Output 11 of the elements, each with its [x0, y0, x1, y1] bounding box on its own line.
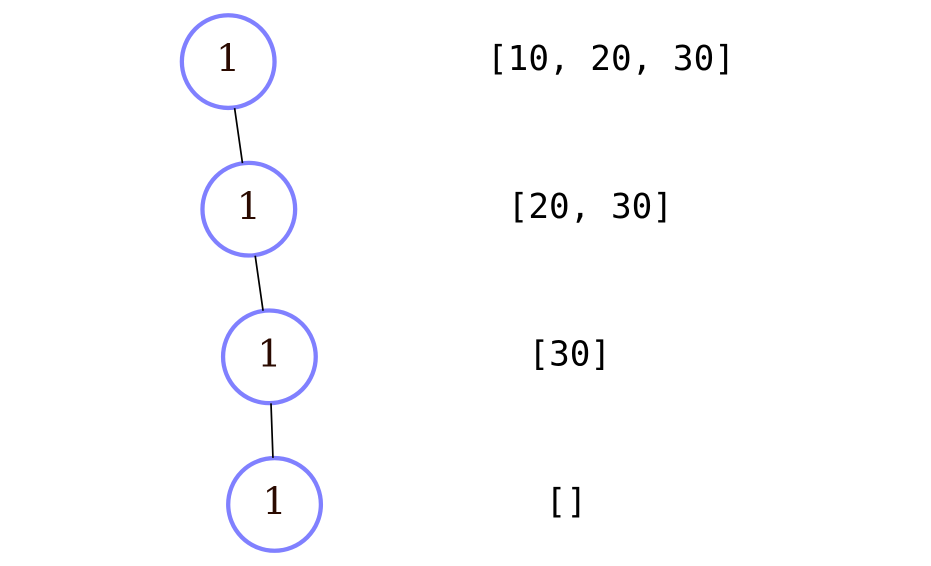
connector [254, 256, 264, 311]
connector [270, 403, 274, 458]
node-circle: 1 [180, 13, 277, 110]
label: [30] [528, 334, 612, 374]
label: [20, 30] [508, 186, 673, 227]
connector [234, 108, 244, 164]
node-circle: 1 [226, 456, 324, 553]
node-circle: 1 [220, 308, 318, 406]
label: [10, 20, 30] [487, 39, 735, 80]
label: [] [546, 482, 587, 522]
node-circle: 1 [200, 160, 298, 258]
